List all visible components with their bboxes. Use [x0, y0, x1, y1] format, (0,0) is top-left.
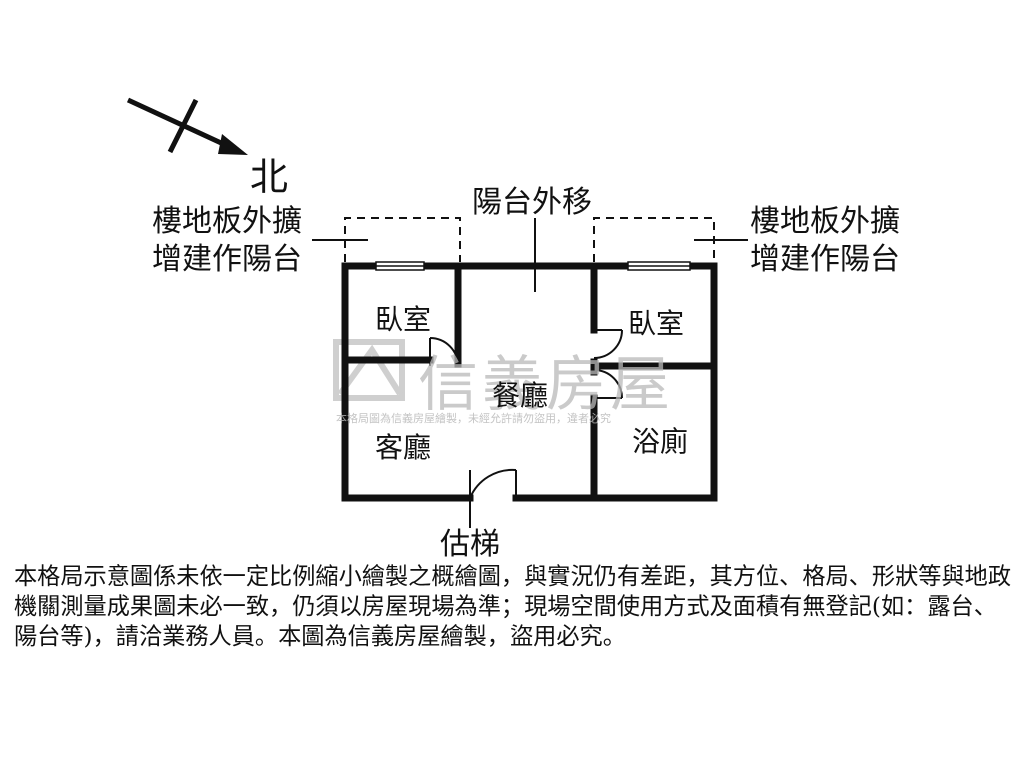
windows [375, 261, 691, 271]
room-bedroom-left: 臥室 [375, 303, 432, 336]
balcony-dashed-outline [344, 217, 715, 262]
balcony-left-label-line1: 樓地板外擴 [152, 204, 302, 239]
watermark-brand: 信義房屋 [418, 350, 674, 420]
balcony-left-label-line2: 增建作陽台 [152, 242, 302, 277]
watermark-logo-icon [333, 339, 405, 401]
room-dining: 餐廳 [492, 379, 549, 412]
stairs-label: 估梯 [440, 527, 500, 562]
watermark-notice: 本格局圖為信義房屋繪製，未經允許請勿盜用，違者必究 [336, 412, 611, 425]
disclaimer-text: 本格局示意圖係未依一定比例縮小繪製之概繪圖，與實況仍有差距，其方位、格局、形狀等… [14, 563, 1012, 650]
balcony-right-label-line1: 樓地板外擴 [750, 204, 900, 239]
compass-arrow-icon [126, 97, 248, 155]
walls [341, 262, 718, 502]
room-bathroom: 浴廁 [632, 425, 689, 458]
balcony-moved-label: 陽台外移 [472, 185, 592, 220]
room-bedroom-right: 臥室 [628, 307, 685, 340]
balcony-right-label-line2: 增建作陽台 [750, 242, 900, 277]
compass-north-label: 北 [250, 155, 289, 199]
room-living: 客廳 [375, 431, 432, 464]
door-swings [429, 329, 623, 499]
